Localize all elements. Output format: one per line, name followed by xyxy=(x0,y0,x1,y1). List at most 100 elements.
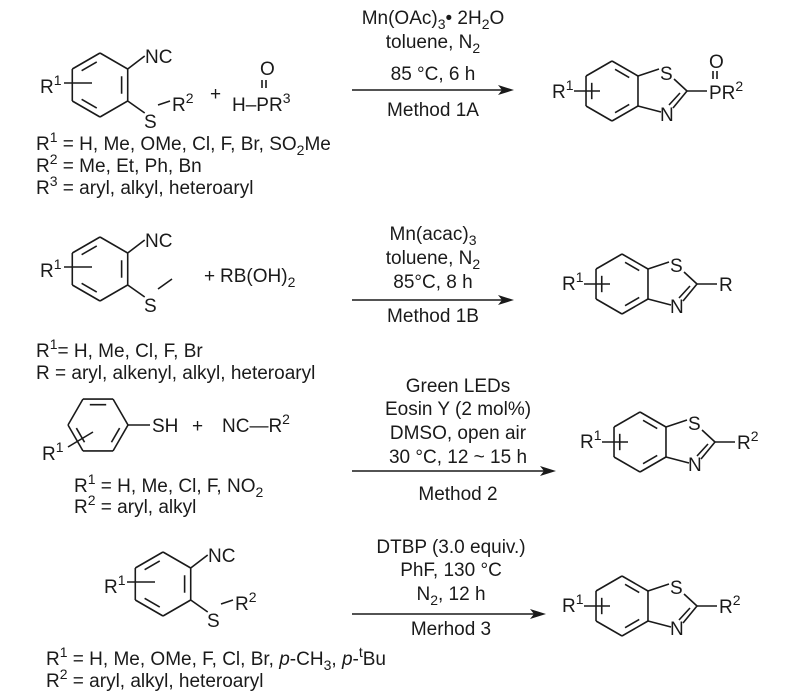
scope-line: R1 = H, Me, Cl, F, NO2 xyxy=(74,471,263,500)
s-bond xyxy=(127,100,146,114)
c2-n-bond xyxy=(682,283,698,302)
c2-n-bond xyxy=(682,605,698,624)
ring-double-bond xyxy=(624,618,640,629)
scope-line: R1 = H, Me, OMe, F, Cl, Br, p-CH3, p-tBu xyxy=(46,644,386,673)
product-n-label: N xyxy=(670,619,684,640)
r1-substituent-bond xyxy=(67,431,94,448)
condition-line: 30 °C, 12 ~ 15 h xyxy=(389,447,527,468)
product-s-label: S xyxy=(670,256,683,277)
plus-sign: + xyxy=(210,84,221,105)
ring-bond xyxy=(134,599,164,617)
condition-line: PhF, 130 °C xyxy=(400,560,502,581)
plus-reagent: + xyxy=(204,266,215,287)
reactant-r1-label: R1 xyxy=(40,256,62,282)
ring-double-bond xyxy=(144,597,161,608)
reactant-nc-label: NC xyxy=(145,231,172,252)
scope-line: R2 = aryl, alkyl xyxy=(74,492,196,518)
reactant-r1-label: R1 xyxy=(40,72,62,98)
ring-bond xyxy=(71,52,101,70)
product-n-label: N xyxy=(660,105,674,126)
ring-double-bond xyxy=(614,103,630,114)
ring-bond xyxy=(595,298,623,315)
scheme-2: R1 NC S + RB(OH)2 Mn(acac)3 toluene, N2 … xyxy=(36,224,733,384)
ring-bond xyxy=(585,60,613,77)
product-substituent: R2 xyxy=(737,428,759,454)
nc-bond xyxy=(127,239,146,254)
ring-bond xyxy=(71,284,101,302)
c2-n-bond xyxy=(700,441,716,460)
ring-bond xyxy=(67,398,84,426)
product-r1-label: R1 xyxy=(562,591,584,617)
c2-n-double-bond xyxy=(678,607,691,621)
condition-line: 85°C, 8 h xyxy=(393,272,472,293)
nc-bond xyxy=(190,554,209,569)
ring-bond xyxy=(99,52,129,70)
ring-double-bond xyxy=(75,427,86,443)
ring-bond xyxy=(71,236,101,254)
product-s-label: S xyxy=(660,64,673,85)
ring-double-bond xyxy=(624,296,640,307)
ring-bond xyxy=(162,551,192,569)
product-r1-label: R1 xyxy=(552,77,574,103)
reactant-s-label: S xyxy=(207,611,220,632)
ring-bond xyxy=(639,456,667,473)
ring-double-bond xyxy=(624,261,640,272)
ring-bond xyxy=(595,253,623,270)
method-label: Method 1B xyxy=(387,306,479,327)
scope-line: R3 = aryl, alkyl, heteroaryl xyxy=(36,173,253,199)
ring-bond xyxy=(71,100,101,118)
product-substituent: PR2 xyxy=(709,78,743,104)
s-bond xyxy=(190,599,209,613)
product-substituent: R2 xyxy=(719,592,741,618)
c-s-bond xyxy=(665,419,688,428)
n-c-bond xyxy=(647,298,672,306)
ring-double-bond xyxy=(81,98,98,109)
s-c2-bond xyxy=(683,593,698,607)
product-n-label: N xyxy=(670,297,684,318)
plus-sign: + xyxy=(192,416,203,437)
ring-bond xyxy=(621,298,649,315)
method-label: Merhod 3 xyxy=(411,619,491,640)
arrowhead-icon xyxy=(498,295,514,305)
ring-double-bond xyxy=(81,282,98,293)
reactant-s-label: S xyxy=(144,112,157,133)
method-label: Method 1A xyxy=(387,100,479,121)
arrowhead-icon xyxy=(540,466,556,476)
reactant-r1-label: R1 xyxy=(104,572,126,598)
ring-double-bond xyxy=(642,454,658,465)
c2-n-double-bond xyxy=(668,92,681,106)
condition-line: Eosin Y (2 mol%) xyxy=(385,399,531,420)
reactant-sr2-label: R2 xyxy=(235,589,257,615)
s-r2-bond xyxy=(220,599,234,605)
boronic-acid-reagent: RB(OH)2 xyxy=(220,266,296,290)
ring-bond xyxy=(112,398,129,426)
condition-line: N2, 12 h xyxy=(416,584,485,608)
scope-line: R1= H, Me, Cl, F, Br xyxy=(36,336,203,362)
product-r1-label: R1 xyxy=(562,269,584,295)
n-c-bond xyxy=(665,456,690,464)
ring-double-bond xyxy=(81,245,98,256)
reactant-sr2-label: R2 xyxy=(172,90,194,116)
condition-line: DMSO, open air xyxy=(390,423,527,444)
thiophenol-sh-label: SH xyxy=(152,416,178,437)
product-n-label: N xyxy=(688,455,702,476)
condition-line: Mn(OAc)3• 2H2O xyxy=(362,8,505,32)
condition-line: Mn(acac)3 xyxy=(390,224,477,248)
ring-double-bond xyxy=(614,68,630,79)
ring-bond xyxy=(99,100,129,118)
product-substituent: R xyxy=(719,275,733,296)
ring-bond xyxy=(613,411,641,428)
ring-double-bond xyxy=(110,427,121,443)
ring-bond xyxy=(621,253,649,270)
n-c-bond xyxy=(637,105,662,113)
nc-bond xyxy=(127,55,146,70)
bond-lines xyxy=(64,52,735,637)
condition-line: toluene, N2 xyxy=(386,32,481,56)
method-label: Method 2 xyxy=(418,484,497,505)
scope-line: R2 = aryl, alkyl, heteroaryl xyxy=(46,666,263,692)
condition-line: toluene, N2 xyxy=(386,248,481,272)
ring-bond xyxy=(639,411,667,428)
ring-bond xyxy=(595,575,623,592)
condition-line: DTBP (3.0 equiv.) xyxy=(376,537,525,558)
